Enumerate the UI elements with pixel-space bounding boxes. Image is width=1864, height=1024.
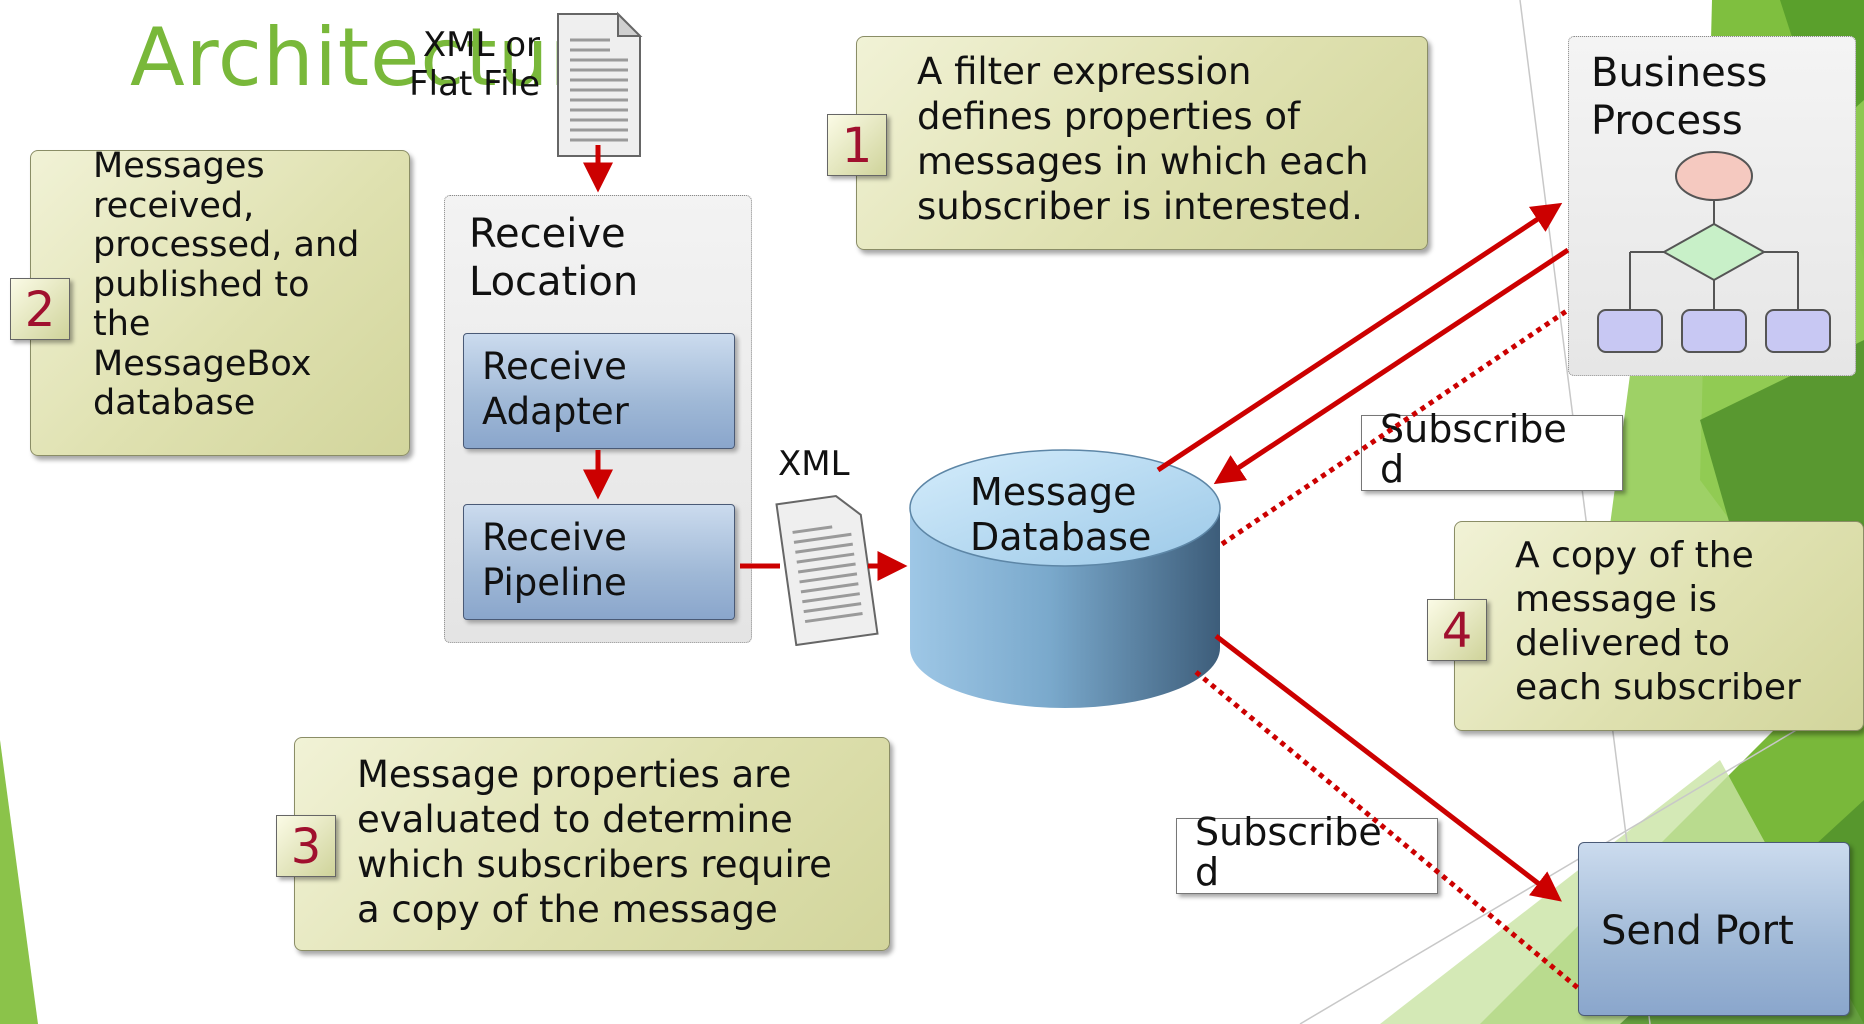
arrow-database-to-business-process [1156,202,1563,473]
step-1-text: A filter expression defines properties o… [917,50,1369,229]
document-icon [557,11,643,157]
step-note-3: Message properties are evaluated to dete… [294,737,890,951]
receive-pipeline-label: Receive Pipeline [482,516,627,605]
document-icon [775,494,879,646]
receive-pipeline-box: Receive Pipeline [463,504,735,620]
subscribed-label-upper: Subscribe d [1361,409,1623,491]
step-note-1: A filter expression defines properties o… [856,36,1428,250]
send-port-box: Send Port [1578,842,1850,1016]
page-title: Architecture [130,11,632,104]
receive-adapter-label: Receive Adapter [482,345,629,434]
dotted-subscription-business-process [1220,307,1570,547]
step-note-2: Messages received, processed, and publis… [30,146,410,456]
subscribed-label-upper-text: Subscribe d [1380,407,1567,491]
cylinder-icon [909,449,1221,708]
middle-document-label: XML [778,444,850,484]
step-note-4: A copy of the message is delivered to ea… [1454,521,1864,731]
arrow-business-process-to-database [1213,247,1570,485]
receive-adapter-box: Receive Adapter [463,333,735,449]
send-port-label: Send Port [1601,908,1794,954]
subscribed-label-lower: Subscribe d [1176,812,1438,894]
step-2-text: Messages received, processed, and publis… [93,146,360,424]
step-4-text: A copy of the message is delivered to ea… [1515,535,1801,708]
message-database-label: Message Database [970,470,1152,559]
receive-location-title: Receive Location [469,211,639,305]
flowchart-icon [1597,151,1831,353]
top-document-label: XML or Flat File [409,25,540,105]
subscribed-label-lower-text: Subscribe d [1195,810,1382,894]
step-3-text: Message properties are evaluated to dete… [357,753,832,932]
green-left-wedge [0,740,38,1024]
business-process-label: Business Process [1591,50,1768,144]
step-number-2: 2 [10,278,70,340]
arrow-database-to-send-port [1214,634,1562,902]
step-number-4: 4 [1427,599,1487,661]
step-number-3: 3 [276,815,336,877]
step-number-1: 1 [827,114,887,176]
dotted-subscription-send-port [1194,670,1580,990]
